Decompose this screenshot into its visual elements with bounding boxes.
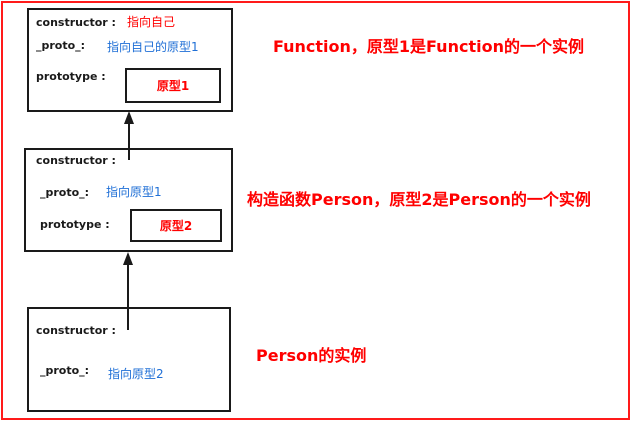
proto-label: _proto_: xyxy=(36,39,86,52)
function-object-box: constructor : 指向自己 _proto_: 指向自己的原型1 pro… xyxy=(27,8,233,112)
proto-value: 指向自己的原型1 xyxy=(107,40,199,54)
proto-label: _proto_: xyxy=(40,186,90,199)
arrow-box2-to-prototype1 xyxy=(124,111,134,160)
prototype-2-box: 原型2 xyxy=(130,209,222,242)
constructor-label: constructor : xyxy=(36,324,116,337)
person-constructor-annotation: 构造函数Person，原型2是Person的一个实例 xyxy=(247,190,591,209)
function-annotation: Function，原型1是Function的一个实例 xyxy=(273,37,584,56)
constructor-value: 指向自己 xyxy=(127,15,176,29)
constructor-label: constructor : xyxy=(36,16,116,29)
proto-value: 指向原型2 xyxy=(108,367,164,381)
proto-value: 指向原型1 xyxy=(106,185,162,199)
prototype-1-box: 原型1 xyxy=(125,68,221,103)
constructor-label: constructor : xyxy=(36,154,116,167)
arrow-box3-to-prototype2 xyxy=(123,252,133,330)
person-constructor-box: constructor : _proto_: 指向原型1 prototype :… xyxy=(24,148,233,252)
proto-label: _proto_: xyxy=(40,364,90,377)
person-instance-annotation: Person的实例 xyxy=(256,346,367,365)
prototype-label: prototype : xyxy=(40,218,110,231)
prototype-label: prototype : xyxy=(36,70,106,83)
